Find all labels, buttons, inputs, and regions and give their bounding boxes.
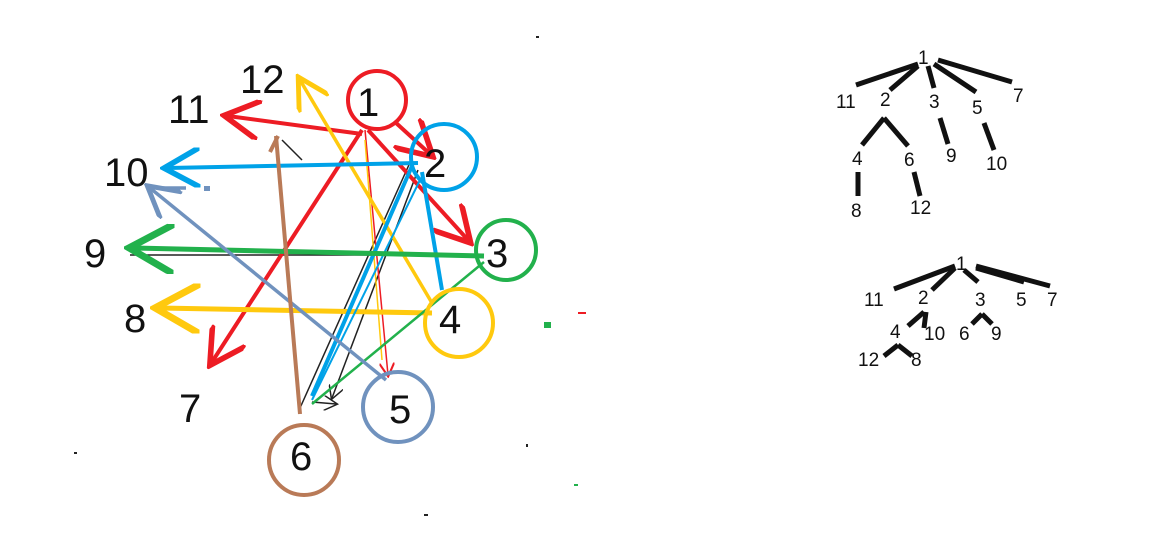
tree-bottom-node-12: 12 — [858, 350, 879, 371]
tree-bottom: 1 11 2 3 5 7 4 10 6 9 12 8 — [858, 254, 1058, 371]
edge-6-12-head — [268, 135, 280, 153]
tree-bottom-node-2: 2 — [918, 288, 929, 309]
blue-arrows — [168, 163, 444, 397]
edge-1-2 — [395, 122, 430, 154]
edge-2-6-thin — [311, 179, 421, 401]
node-6-label: 6 — [290, 435, 312, 479]
tree-top-node-8: 8 — [851, 201, 862, 222]
node-1-circle — [346, 69, 408, 131]
node-9-label: 9 — [84, 232, 106, 276]
edge-1-11 — [228, 116, 363, 134]
edge-black-6-2 — [299, 157, 413, 409]
node-6-circle — [267, 423, 341, 497]
edge-4-12 — [300, 80, 434, 304]
tree-top-node-9: 9 — [946, 146, 957, 167]
directed-graph: 1 2 3 4 5 6 7 8 9 10 11 12 — [74, 36, 586, 516]
green-arrows — [134, 248, 485, 405]
node-3-label: 3 — [486, 232, 508, 276]
slate-dot — [204, 186, 210, 191]
node-2-circle — [409, 122, 479, 192]
tree-bottom-node-6: 6 — [959, 324, 970, 345]
tree-bottom-node-7: 7 — [1047, 290, 1058, 311]
tree-top: 1 11 2 3 5 7 4 6 9 10 8 12 — [836, 48, 1024, 222]
node-1-label: 1 — [357, 81, 379, 125]
tree-bottom-node-4: 4 — [890, 322, 901, 343]
tree-top-node-7: 7 — [1013, 86, 1024, 107]
edge-5-10 — [150, 188, 388, 382]
tree-bottom-node-5: 5 — [1016, 290, 1027, 311]
tree-bottom-node-9: 9 — [991, 324, 1002, 345]
edge-3-9 — [134, 248, 485, 256]
tree-top-node-3: 3 — [929, 92, 940, 113]
tree-top-node-5: 5 — [972, 98, 983, 119]
tree-bottom-node-8: 8 — [911, 350, 922, 371]
tree-bottom-node-10: 10 — [924, 324, 945, 345]
node-7-label: 7 — [179, 387, 201, 431]
node-12-label: 12 — [240, 58, 285, 102]
tree-top-edges — [855, 57, 1013, 197]
tree-top-node-10: 10 — [986, 154, 1007, 175]
edge-4-8 — [160, 308, 433, 313]
edge-black-6-5 — [311, 402, 336, 404]
tree-top-node-11: 11 — [836, 92, 856, 113]
node-11-label: 11 — [168, 88, 210, 132]
edge-2-4 — [420, 171, 444, 291]
edge-3-6 — [311, 261, 485, 405]
stray-marks — [74, 36, 586, 516]
tree-top-node-12: 12 — [910, 198, 931, 219]
tree-top-node-4: 4 — [852, 149, 863, 170]
tree-bottom-node-3: 3 — [975, 290, 986, 311]
edge-2-10 — [168, 163, 419, 168]
node-8-label: 8 — [124, 297, 146, 341]
tree-top-node-1: 1 — [918, 48, 929, 69]
node-5-label: 5 — [389, 388, 411, 432]
node-4-label: 4 — [439, 298, 461, 342]
tree-bottom-node-1: 1 — [956, 254, 967, 275]
node-10-label: 10 — [104, 151, 149, 195]
tree-top-node-6: 6 — [904, 150, 915, 171]
tree-top-node-2: 2 — [880, 90, 891, 111]
edge-2-6 — [310, 165, 414, 397]
node-3-circle — [474, 218, 538, 282]
edge-black-12-gap — [281, 139, 303, 161]
edge-black-2-5 — [332, 169, 419, 398]
node-2-label: 2 — [424, 142, 446, 186]
tree-bottom-edges — [882, 263, 1051, 358]
node-5-circle — [361, 370, 435, 444]
tree-bottom-node-11: 11 — [864, 290, 884, 311]
edge-6-12 — [274, 135, 302, 415]
node-4-circle — [423, 287, 495, 359]
